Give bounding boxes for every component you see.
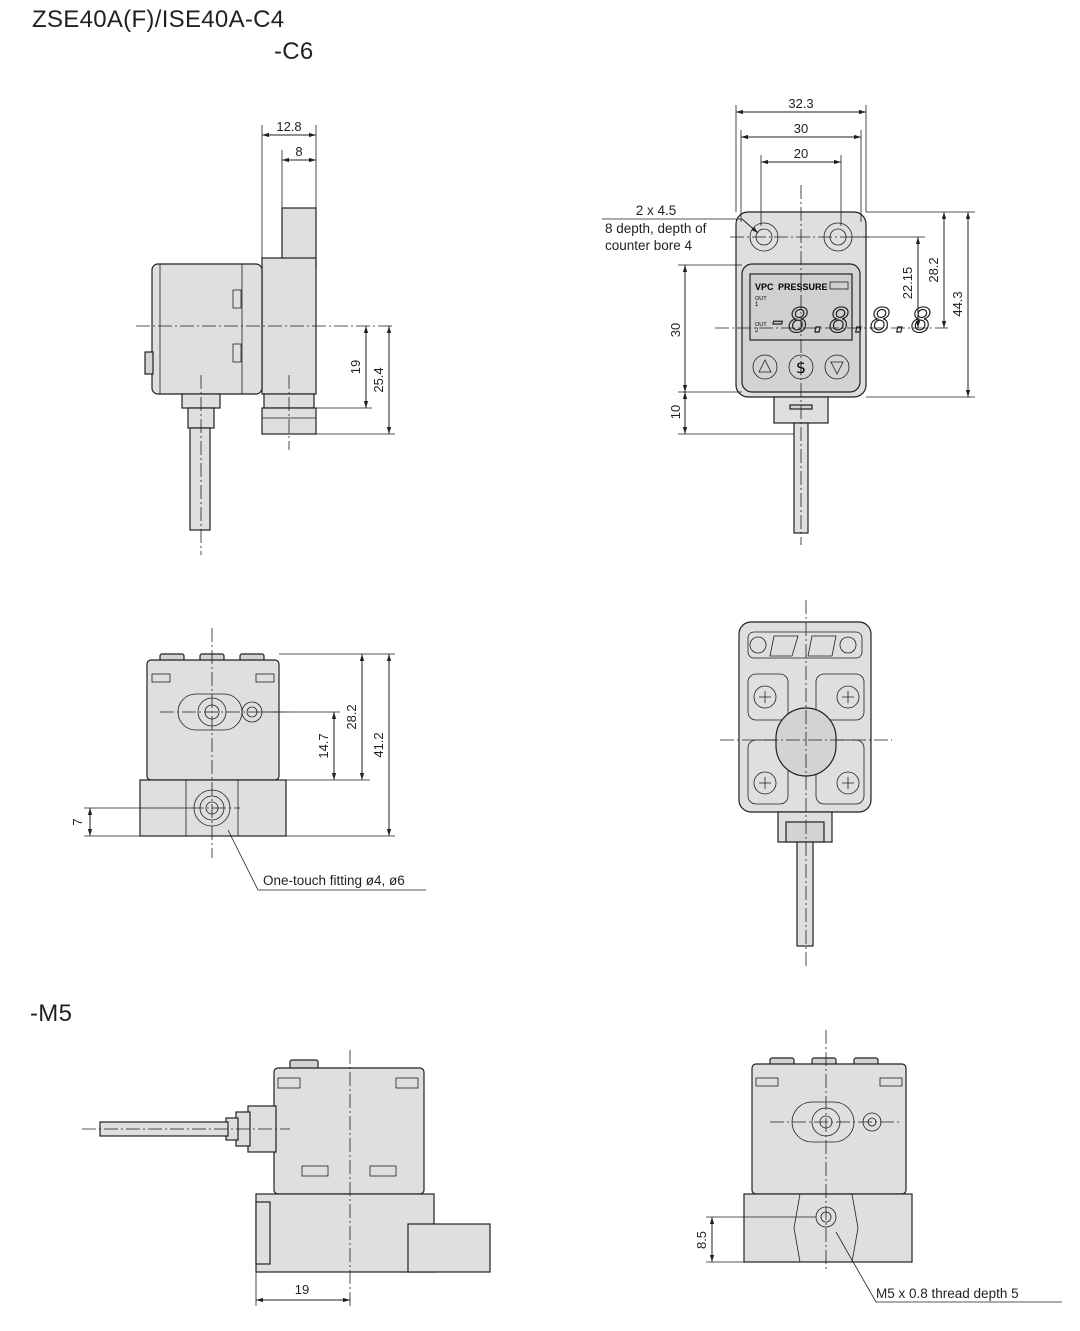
display-label: PRESSURE bbox=[778, 282, 828, 292]
dim-10: 10 bbox=[668, 405, 683, 419]
dim-28-2-bottom: 28.2 bbox=[344, 704, 359, 729]
dim-7: 7 bbox=[70, 818, 85, 825]
down-button-icon bbox=[830, 361, 844, 375]
dim-32-3: 32.3 bbox=[788, 96, 813, 111]
dim-30-left: 30 bbox=[668, 323, 683, 337]
m5-section-title: -M5 bbox=[30, 1000, 73, 1027]
fitting-note: One-touch fitting ø4, ø6 bbox=[263, 873, 405, 888]
display-out2: OUT bbox=[755, 322, 767, 328]
dim-8: 8 bbox=[295, 144, 302, 159]
dim-44-3: 44.3 bbox=[950, 291, 965, 316]
drawing-title: ZSE40A(F)/ISE40A-C4 bbox=[32, 6, 285, 33]
rear-view bbox=[720, 600, 892, 968]
fitting-view: 14.7 28.2 41.2 7 One-touch fitting ø4, ø… bbox=[70, 628, 426, 891]
side-view: 12.8 8 19 25.4 bbox=[136, 119, 395, 555]
dim-19-m5: 19 bbox=[295, 1282, 309, 1297]
dim-22-15: 22.15 bbox=[900, 267, 915, 300]
thread-note: M5 x 0.8 thread depth 5 bbox=[876, 1286, 1019, 1301]
m5-side-view: 19 bbox=[82, 1050, 491, 1306]
dim-19: 19 bbox=[348, 360, 363, 374]
hole-note-line1: 2 x 4.5 bbox=[636, 203, 677, 218]
hole-note-line2: 8 depth, depth of bbox=[605, 221, 707, 236]
hole-note-line3: counter bore 4 bbox=[605, 238, 693, 253]
dim-12-8: 12.8 bbox=[276, 119, 301, 134]
dim-41-2: 41.2 bbox=[371, 732, 386, 757]
dim-25-4: 25.4 bbox=[371, 367, 386, 392]
display-out1: OUT bbox=[755, 296, 767, 302]
display-out2-num: 2 bbox=[755, 328, 759, 334]
dim-30: 30 bbox=[794, 121, 808, 136]
dim-20: 20 bbox=[794, 146, 808, 161]
dim-8-5: 8.5 bbox=[694, 1231, 709, 1249]
display-digits: -8.8.8.8 bbox=[768, 301, 932, 341]
drawing-subtitle: -C6 bbox=[274, 38, 314, 65]
display-brand: VPC bbox=[755, 282, 774, 292]
front-view: VPC PRESSURE OUT 1 OUT 2 -8.8.8.8 $ 32.3 bbox=[602, 96, 975, 545]
m5-end-view: 8.5 M5 x 0.8 thread depth 5 bbox=[694, 1030, 1062, 1303]
dim-28-2-front: 28.2 bbox=[926, 257, 941, 282]
dim-14-7: 14.7 bbox=[316, 733, 331, 758]
up-button-icon bbox=[758, 359, 772, 373]
display-out1-num: 1 bbox=[755, 302, 759, 308]
